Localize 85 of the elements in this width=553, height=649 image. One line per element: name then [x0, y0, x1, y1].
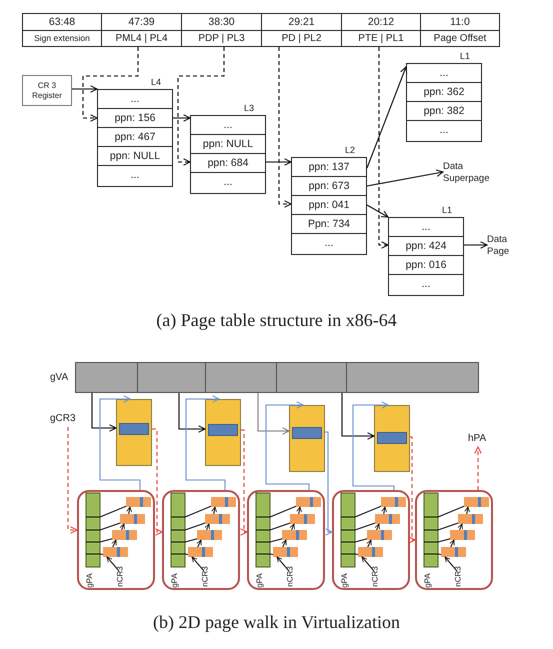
arrow	[341, 393, 375, 440]
table-entry: ...	[388, 274, 464, 296]
dashed-arrow	[177, 47, 225, 166]
table-entry: ...	[190, 172, 266, 194]
register-box: CR 3 Register	[22, 75, 72, 106]
page-table	[97, 76, 173, 185]
dashed-arrow	[378, 47, 389, 249]
bit-field-cell	[181, 13, 262, 47]
text-label: Data Superpage	[443, 161, 505, 187]
page-table-block	[116, 399, 152, 466]
nested-walk-box	[162, 490, 240, 590]
arrow	[91, 393, 117, 432]
table-label: L2	[344, 144, 355, 156]
table-entry: ...	[406, 120, 482, 142]
arrow	[99, 395, 141, 490]
address-segment	[75, 362, 138, 393]
dashed-arrow	[152, 428, 163, 536]
address-segment	[346, 362, 479, 393]
bit-field-cell	[341, 13, 421, 47]
page-table-block	[289, 405, 325, 472]
column-label: gPA	[170, 573, 179, 588]
arrow	[265, 401, 310, 490]
page-table-block	[205, 399, 241, 466]
address-segment	[276, 362, 347, 393]
arrow	[352, 401, 395, 490]
dashed-arrow	[67, 427, 78, 534]
column-label: gPA	[422, 573, 432, 588]
arrow	[325, 431, 333, 536]
bit-field-cell	[261, 13, 342, 47]
arrow	[366, 66, 408, 168]
bit-range: 29:21	[287, 15, 316, 30]
bit-range: 47:39	[127, 15, 156, 30]
table-label: L1	[442, 204, 452, 216]
pointer-label: nCR3	[370, 566, 380, 587]
text-label: hPA	[468, 433, 492, 447]
bit-field-cell	[420, 13, 500, 47]
arrow	[366, 170, 444, 187]
text-label: gCR3	[50, 413, 80, 427]
nested-walk-box	[77, 490, 155, 590]
figure-caption: (a) Page table structure in x86-64	[155, 309, 398, 332]
table-entry: ...	[291, 233, 367, 255]
table-label: L1	[460, 50, 470, 62]
page-table	[388, 204, 464, 294]
arrow	[173, 114, 191, 122]
arrow	[266, 158, 292, 166]
pointer-label: nCR3	[116, 566, 125, 587]
address-segment	[205, 362, 277, 393]
pointer-label: nCR3	[200, 566, 210, 587]
column-label: gPA	[84, 573, 94, 588]
dashed-arrow	[408, 436, 416, 544]
pointer-label: nCR3	[286, 566, 295, 587]
bit-range: 11:0	[449, 15, 471, 30]
bit-field-cell	[22, 13, 102, 47]
column-label: gPA	[340, 573, 349, 588]
column-label: gPA	[254, 573, 264, 588]
address-segment	[137, 362, 206, 393]
nested-walk-box	[415, 490, 493, 590]
bit-field-cell	[101, 13, 182, 47]
table-label: L4	[150, 76, 161, 88]
dashed-arrow	[278, 47, 292, 208]
page-table-block	[374, 405, 410, 472]
arrow	[178, 393, 206, 433]
bit-range: 63:48	[48, 15, 76, 30]
arrow	[185, 395, 226, 490]
table-entry: ...	[97, 165, 173, 187]
text-label: Data Page	[487, 234, 531, 260]
bit-range: 38:30	[207, 15, 236, 30]
bit-range: 20:12	[366, 15, 396, 30]
arrow	[72, 85, 98, 93]
arrow	[257, 393, 290, 435]
pointer-label: nCR3	[454, 566, 463, 587]
dashed-arrow	[240, 429, 248, 536]
arrow	[366, 204, 389, 218]
text-label: gVA	[50, 371, 70, 384]
nested-walk-box	[247, 490, 325, 590]
field-name: Page Offset	[421, 30, 499, 47]
figure-caption: (b) 2D page walk in Virtualization	[152, 611, 402, 634]
page-table	[406, 50, 482, 140]
table-label: L3	[244, 102, 254, 114]
dashed-arrow	[474, 446, 482, 490]
dashed-arrow	[82, 47, 139, 122]
nested-walk-box	[332, 490, 410, 590]
page-table	[291, 144, 367, 253]
arrow	[464, 241, 488, 249]
page-table	[190, 102, 266, 192]
